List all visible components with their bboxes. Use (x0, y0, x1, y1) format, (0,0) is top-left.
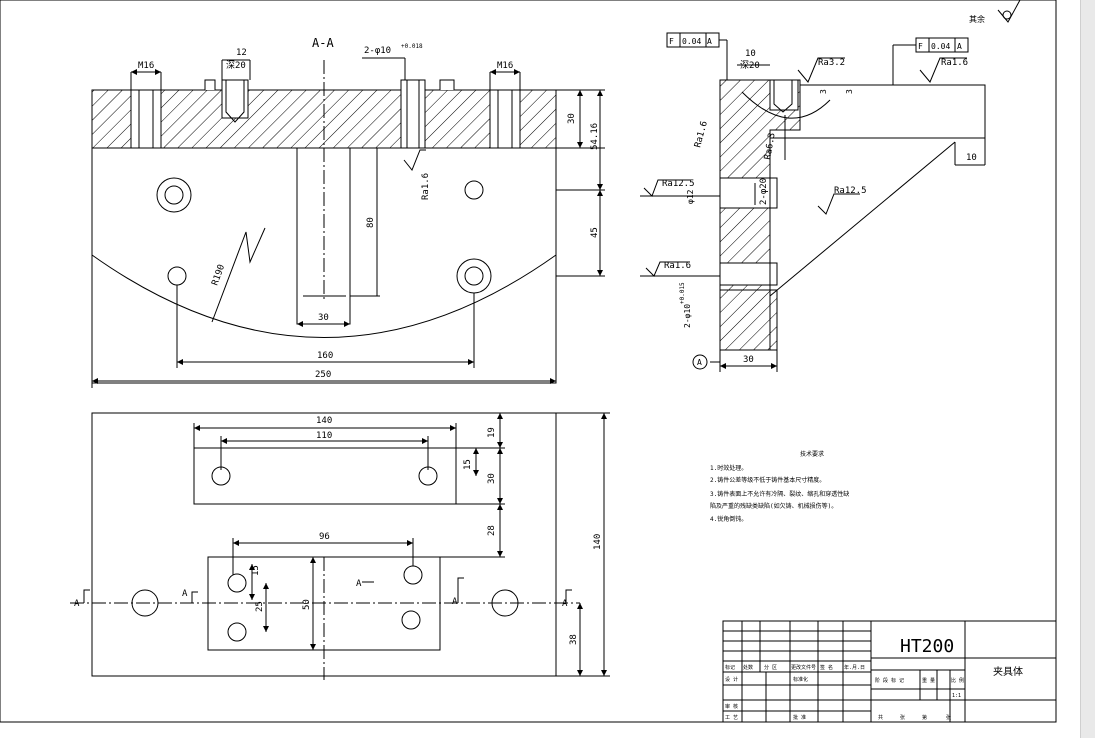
note-line-1: 1.时效处理。 (710, 464, 747, 472)
dim-80: 80 (366, 217, 376, 228)
dim-m16-left: M16 (138, 61, 154, 71)
side-dim-10b: 10 (966, 153, 977, 163)
dim-96: 96 (319, 532, 330, 542)
section-label: A-A (312, 36, 334, 50)
note-line-2: 2.铸件公差等级不低于铸件基本尺寸精度。 (710, 476, 825, 484)
ra-6-3: Ra6.3 (763, 132, 778, 160)
side-phi12: φ12 (686, 189, 695, 204)
side-view (640, 0, 1021, 372)
note-line-3: 3.铸件表面上不允许有冷隔、裂纹、缩孔和穿透性缺 (710, 490, 849, 498)
front-view: A-A (91, 36, 605, 388)
tb-stage: 阶 段 标 记 (875, 677, 904, 684)
tb-change: 更改文件号 (791, 664, 816, 671)
dim-250: 250 (315, 370, 331, 380)
tb-sheet: 张 (900, 714, 905, 721)
tech-notes: 技术要求 1.时效处理。 2.铸件公差等级不低于铸件基本尺寸精度。 3.铸件表面… (710, 450, 849, 523)
dim-depth20: 深20 (226, 60, 246, 71)
side-dim-10: 10 (745, 49, 756, 59)
side-2phi20: 2-φ20 (759, 178, 769, 205)
fcf2-sym: F (918, 42, 923, 51)
tb-designer: 设 计 (725, 676, 738, 683)
side-dim-3a: 3 (819, 89, 828, 94)
material-label: HT200 (900, 636, 954, 657)
dim-50: 50 (302, 599, 312, 610)
dim-110: 110 (316, 431, 332, 441)
dim-30b: 30 (487, 473, 497, 484)
top-view-text: 140 110 19 15 30 28 140 96 15 25 50 38 A… (74, 416, 603, 645)
ra-1-6-front: Ra1.6 (421, 173, 431, 200)
dim-15a: 15 (463, 459, 473, 470)
note-line-4: 陷及严重的残缺类缺陷(如欠铸、机械损伤等)。 (710, 502, 837, 510)
notes-title: 技术要求 (800, 450, 824, 458)
tb-process: 工 艺 (725, 715, 738, 721)
top-view (70, 412, 610, 680)
tb-date: 年.月.日 (844, 664, 865, 671)
dim-30-slot: 30 (318, 313, 329, 323)
side-dim-3b: 3 (845, 89, 854, 94)
fcf2-datum: A (957, 42, 962, 51)
tb-of: 第 (922, 714, 927, 721)
title-block (722, 620, 1057, 723)
dim-2phi10: 2-φ10 (364, 46, 391, 56)
fcf1-val: 0.04 (682, 37, 701, 46)
dim-45: 45 (590, 227, 600, 238)
dim-28: 28 (487, 525, 497, 536)
tb-zone: 分 区 (764, 664, 777, 671)
side-dim-30: 30 (743, 355, 754, 365)
ra-1-6-side-c: Ra1.6 (693, 120, 710, 149)
cut-a-left: A (74, 599, 80, 609)
dim-25: 25 (255, 601, 265, 612)
side-tol-015: +0.015 (679, 282, 686, 304)
tb-sign: 签 名 (820, 664, 833, 671)
cut-a-mid1: A (182, 589, 188, 599)
dim-19: 19 (487, 427, 497, 438)
ra-3-2: Ra3.2 (818, 58, 845, 68)
note-line-5: 4.锐角倒钝。 (710, 515, 747, 523)
tb-review: 审 核 (725, 703, 738, 710)
dim-160: 160 (317, 351, 333, 361)
fcf1-datum: A (707, 37, 712, 46)
part-name: 夹具体 (993, 665, 1023, 678)
fcf1-sym: F (669, 37, 674, 46)
ra-12-5-b: Ra12.5 (834, 186, 867, 196)
datum-a: A (697, 358, 702, 367)
cut-a-mid2: A (452, 597, 458, 607)
cut-a-mid3: A (356, 579, 362, 589)
tb-standard: 标准化 (793, 676, 808, 683)
tb-mark: 标记 (725, 664, 735, 671)
rest-label: 其余 (969, 14, 985, 24)
dim-140-side: 140 (593, 534, 603, 550)
frame-border (0, 0, 1057, 723)
dim-m16-right: M16 (497, 61, 513, 71)
side-depth20: 深20 (740, 60, 760, 71)
dim-tol-018: +0.018 (401, 43, 423, 50)
dim-140-top: 140 (316, 416, 332, 426)
ra-12-5-a: Ra12.5 (662, 179, 695, 189)
cut-a-right: A (562, 599, 568, 609)
tb-sheets: 共 (878, 714, 883, 721)
dim-15b: 15 (251, 565, 261, 576)
tb-weight: 重 量 (922, 677, 935, 684)
tb-of-sheet: 张 (946, 714, 951, 721)
dim-30-vert: 30 (567, 113, 577, 124)
ra-1-6-side-b: Ra1.6 (941, 58, 968, 68)
tb-scale: 比 例 (951, 677, 964, 684)
dim-r190: R190 (210, 263, 227, 287)
tb-approve: 批 准 (793, 714, 806, 721)
tb-count: 处数 (743, 664, 753, 671)
dim-54-16: 54.16 (590, 123, 600, 150)
dim-38: 38 (569, 634, 579, 645)
ra-1-6-side-d: Ra1.6 (664, 261, 691, 271)
tb-scale-val: 1:1 (952, 693, 961, 699)
dim-12: 12 (236, 48, 247, 58)
side-2phi10: 2-φ10 (683, 304, 692, 328)
title-block-text: HT200 夹具体 标记 处数 分 区 更改文件号 签 名 年.月.日 设 计 … (725, 636, 1023, 721)
vertical-scrollbar[interactable] (1080, 0, 1095, 738)
fcf2-val: 0.04 (931, 42, 950, 51)
side-view-text: F 0.04 A F 0.04 A 10 深20 Ra3.2 Ra1.6 Ra1… (662, 14, 985, 367)
